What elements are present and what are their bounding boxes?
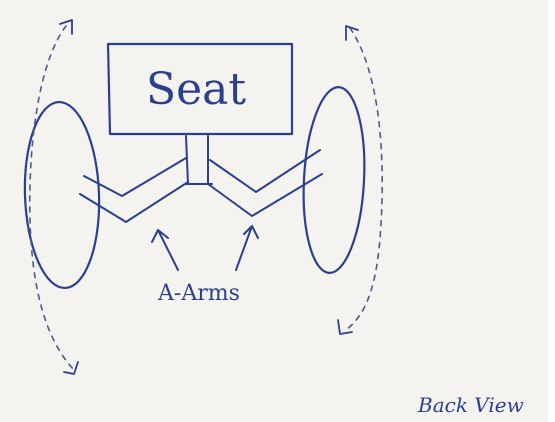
left-arc-bottom-arrowhead bbox=[63, 361, 79, 375]
right-arc-bottom-arrowhead bbox=[337, 319, 353, 335]
left-wheel bbox=[23, 100, 101, 290]
right-arm-pointer-arrow bbox=[235, 225, 259, 271]
right-wheel bbox=[302, 86, 366, 274]
right-swing-arc bbox=[345, 27, 384, 331]
a-arms-label: A-Arms bbox=[157, 281, 240, 306]
paper-edge bbox=[548, 0, 555, 422]
back-view-label: Back View bbox=[417, 393, 524, 417]
seat-label: Seat bbox=[146, 64, 246, 115]
left-a-arm-upper bbox=[83, 157, 187, 197]
right-a-arm-upper bbox=[209, 149, 321, 193]
right-a-arm-lower bbox=[207, 173, 323, 217]
left-arc-top-arrowhead bbox=[59, 19, 73, 35]
left-arm-pointer-arrow bbox=[151, 229, 179, 271]
seat-post bbox=[185, 135, 213, 185]
left-a-arm-lower bbox=[79, 181, 189, 223]
seat-box bbox=[106, 42, 294, 136]
right-arc-top-arrowhead bbox=[345, 25, 359, 41]
left-swing-arc bbox=[28, 25, 75, 371]
